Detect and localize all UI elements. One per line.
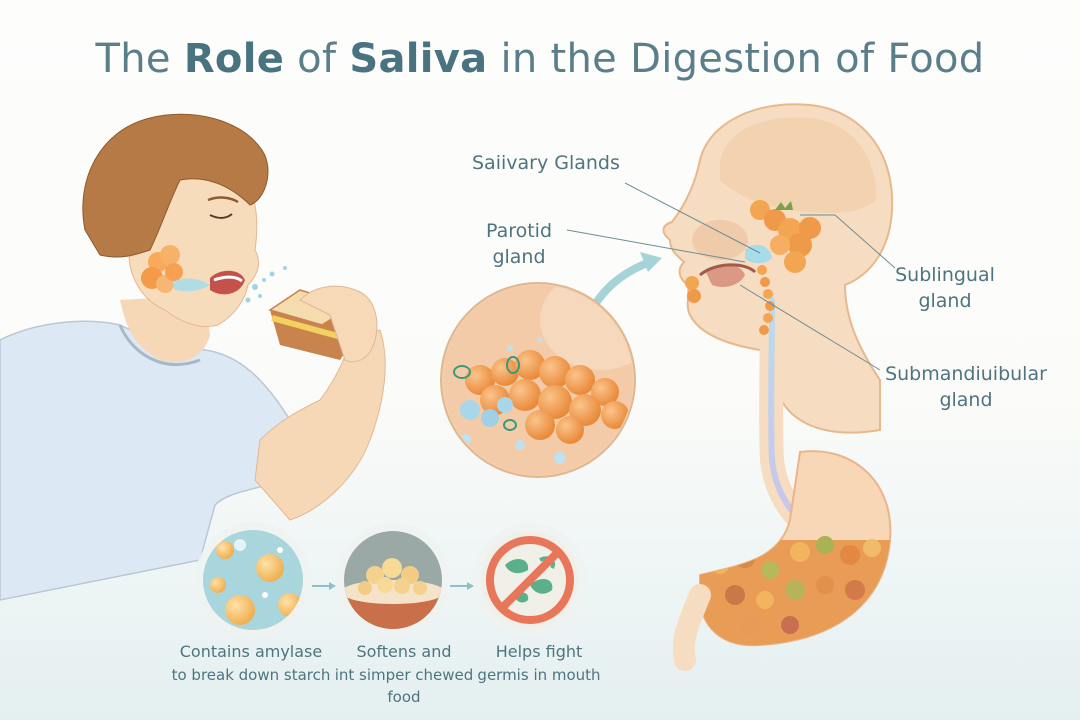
title-emphasis-saliva: Saliva: [349, 36, 488, 82]
label-sublingual-gland: Sublingual gland: [886, 262, 1004, 314]
caption-line: Softens and: [356, 642, 452, 661]
label-line: Submandiuibular: [885, 363, 1047, 385]
caption-line: int simper chewed: [334, 666, 474, 684]
caption-line: food: [387, 688, 421, 706]
caption-line: Contains amylase: [179, 642, 323, 661]
step-icons: [195, 522, 587, 638]
label-submandibular-gland: Submandiuibular gland: [878, 361, 1054, 413]
title-emphasis-role: Role: [183, 36, 285, 82]
page-title: The Role of Saliva in the Digestion of F…: [0, 36, 1080, 82]
caption-line: to break down starch: [171, 666, 331, 684]
title-text: The: [95, 36, 184, 82]
step-caption-amylase: Contains amylase to break down starch: [168, 640, 334, 686]
caption-line: germis in mouth: [477, 666, 601, 684]
magnified-gland-view: [440, 282, 636, 478]
title-text: of: [284, 36, 350, 82]
label-parotid-gland: Parotid gland: [484, 218, 554, 270]
boy-eating-illustration: [0, 113, 386, 601]
leader-lines: [566, 182, 896, 371]
label-salivary-glands: Saiivary Glands: [472, 152, 620, 174]
digestive-anatomy-illustration: [662, 103, 894, 671]
label-line: Parotid: [485, 220, 553, 242]
label-line: Sublingual: [895, 264, 995, 286]
title-text: in the Digestion of Food: [487, 36, 985, 82]
label-line: gland: [492, 246, 546, 268]
step-caption-germs: Helps fight germis in mouth: [472, 640, 606, 686]
caption-line: Helps fight: [495, 642, 583, 661]
label-line: gland: [918, 290, 972, 312]
step-caption-softens: Softens and int simper chewed food: [330, 640, 478, 708]
label-line: gland: [939, 389, 993, 411]
